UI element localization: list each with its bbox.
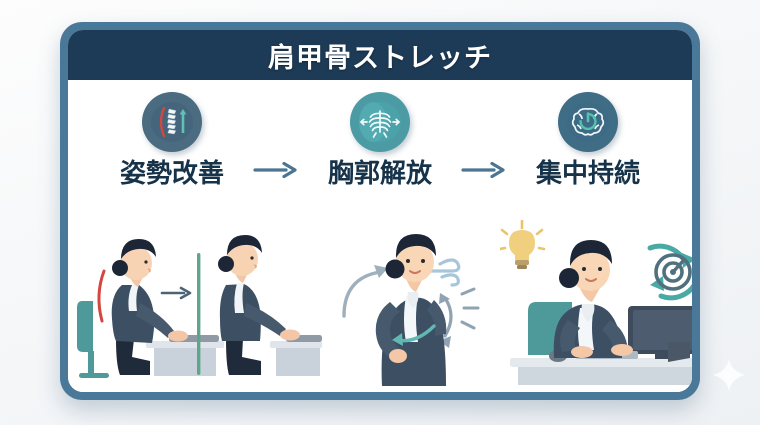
card-body: 姿勢改善 [68, 80, 692, 392]
step-label-thorax: 胸郭解放 [327, 159, 432, 189]
motion-lines [460, 287, 480, 330]
step-label-posture: 姿勢改善 [119, 159, 224, 189]
rotation-arrow-left [342, 270, 382, 318]
arrow-right-icon-2 [455, 160, 513, 180]
focused-desk-work-illustration [500, 220, 692, 388]
seated-figure [553, 240, 633, 358]
slouched-figure [77, 239, 224, 378]
step-posture: 姿勢改善 [97, 92, 247, 187]
breath-swirl-icon [424, 258, 461, 287]
lightbulb-icon [500, 220, 546, 269]
stretching-figure [375, 234, 447, 386]
header-bar: 肩甲骨ストレッチ [68, 30, 692, 80]
transition-arrow-icon [160, 286, 192, 300]
spine-icon [142, 92, 202, 152]
step-label-focus: 集中持続 [535, 159, 640, 189]
rotation-arrow-right [443, 296, 453, 338]
outer-frame: 肩甲骨ストレッチ [60, 22, 700, 400]
step-focus: 集中持続 [513, 92, 663, 187]
ribcage-icon [350, 92, 410, 152]
chest-opening-stretch-illustration [322, 220, 500, 388]
target-cycle-icon [647, 243, 692, 301]
brain-power-icon [558, 92, 618, 152]
upright-figure [218, 235, 322, 376]
alignment-line [197, 253, 201, 375]
posture-before-after-illustration [74, 223, 322, 388]
sparkle-icon [712, 358, 746, 396]
arrow-right-icon [247, 160, 305, 180]
page-title: 肩甲骨ストレッチ [268, 42, 492, 74]
step-thorax: 胸郭解放 [305, 92, 455, 187]
inner-card: 肩甲骨ストレッチ [68, 30, 692, 392]
illustration-row [68, 208, 692, 388]
step-flow: 姿勢改善 [68, 92, 692, 207]
